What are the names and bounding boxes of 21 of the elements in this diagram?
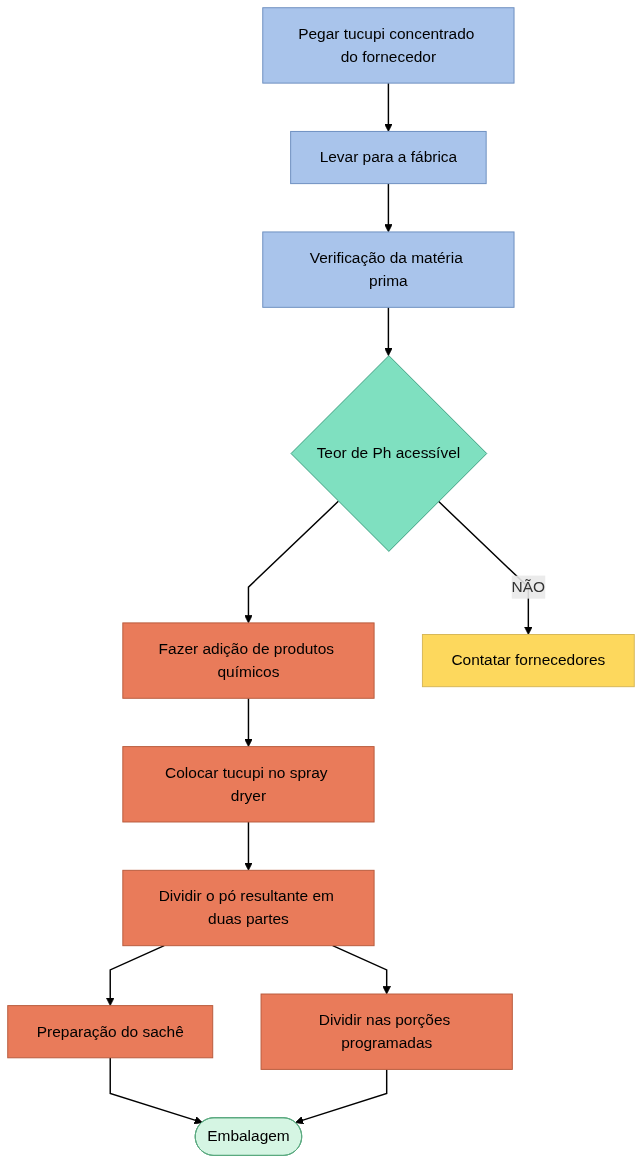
node-box: Pegar tucupi concentrado do fornecedor [262, 7, 515, 84]
arrow [244, 697, 253, 747]
node-box: Dividir nas porções programadas [260, 993, 513, 1070]
arrow [384, 82, 393, 132]
node-diamond: Teor de Ph acessível [290, 355, 488, 552]
arrow [109, 1057, 203, 1125]
arrow [384, 306, 393, 357]
edge-label: NÃO [511, 578, 546, 595]
arrow [384, 182, 393, 233]
node-box: Verificação da matéria prima [262, 231, 515, 308]
arrow [106, 944, 165, 1006]
node-box: Fazer adição de produtos químicos [122, 622, 375, 699]
node-box: Preparação do sachê [7, 1005, 214, 1059]
node-box: Colocar tucupi no spray dryer [122, 746, 375, 823]
node-box: Levar para a fábrica [290, 130, 487, 185]
node-box: Contatar fornecedores [421, 634, 635, 688]
node-box: Dividir o pó resultante em duas partes [122, 869, 375, 947]
arrow [244, 500, 340, 624]
arrow [295, 1068, 388, 1125]
arrow [244, 821, 253, 871]
arrow [331, 944, 391, 995]
